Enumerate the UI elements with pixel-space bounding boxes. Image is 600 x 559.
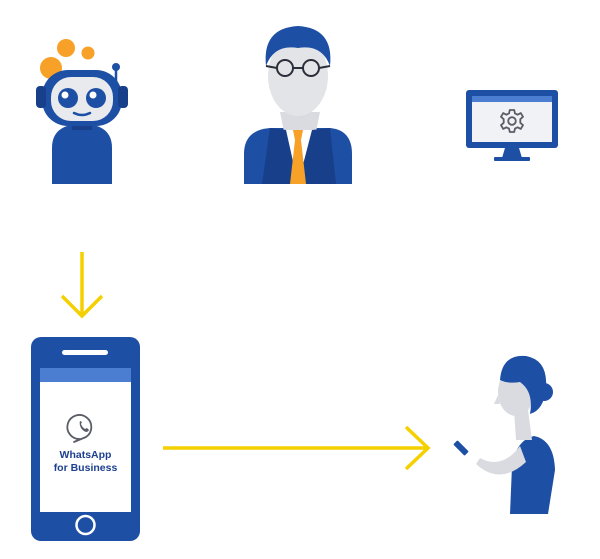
chatbot-icon — [36, 39, 128, 184]
gear-icon — [500, 109, 524, 133]
right-arrow — [163, 425, 431, 471]
phone-icon: WhatsApp for Business — [31, 337, 140, 541]
agent-icon — [244, 26, 352, 184]
whatsapp-icon — [66, 414, 93, 443]
phone-home-button — [75, 514, 96, 536]
phone-app-label-line1: WhatsApp — [60, 449, 112, 461]
customer-icon — [453, 355, 555, 514]
computer-icon — [466, 90, 558, 161]
phone-app-label-line2: for Business — [54, 462, 118, 474]
down-arrow — [60, 252, 104, 319]
